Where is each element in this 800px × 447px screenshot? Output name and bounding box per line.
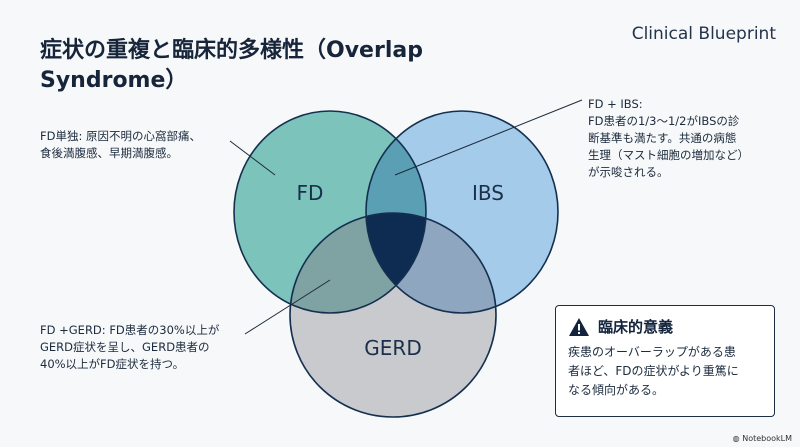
callout-heading: 臨床的意義: [598, 318, 674, 336]
leader-fd-only: [229, 140, 276, 176]
note-line: GERD症状を呈し、GERD患者の: [40, 340, 210, 354]
label-fd: FD: [297, 181, 324, 205]
callout-line: 者ほど、FDの症状がより重篤に: [568, 364, 739, 378]
note-fd-ibs: FD + IBS: FD患者の1/3〜1/2がIBSの診 断基準も満たす。共通の…: [588, 96, 749, 181]
leader-fd-gerd: [244, 279, 331, 335]
notebooklm-logo: ◍ NotebookLM: [732, 434, 792, 443]
page-title: 症状の重複と臨床的多様性（Overlap Syndrome）: [40, 38, 423, 93]
note-line: 生理（マスト細胞の増加など）: [588, 148, 749, 162]
label-ibs: IBS: [472, 181, 504, 205]
note-fd-gerd: FD +GERD: FD患者の30%以上が GERD症状を呈し、GERD患者の …: [40, 322, 219, 373]
note-line: 40%以上がFD症状を持つ。: [40, 357, 185, 371]
callout-line: 疾患のオーバーラップがある患: [568, 345, 736, 359]
note-line: FD患者の1/3〜1/2がIBSの診: [588, 114, 740, 128]
leader-fd-ibs: [394, 99, 583, 176]
note-line: FD + IBS:: [588, 97, 643, 111]
note-fd-only: FD単独: 原因不明の心窩部痛、 食後満腹感、早期満腹感。: [40, 128, 201, 162]
note-line: が示唆される。: [588, 165, 669, 179]
callout-line: なる傾向がある。: [568, 383, 665, 397]
warning-icon: [569, 317, 589, 336]
region-fd-gerd: [290, 213, 426, 313]
label-gerd: GERD: [364, 336, 421, 360]
note-line: FD +GERD: FD患者の30%以上が: [40, 323, 220, 337]
note-line: FD単独: 原因不明の心窩部痛、: [40, 129, 201, 143]
clinical-significance-callout: 臨床的意義 疾患のオーバーラップがある患 者ほど、FDの症状がより重篤に なる傾…: [555, 305, 775, 417]
note-line: 断基準も満たす。共通の病態: [588, 131, 737, 145]
note-line: 食後満腹感、早期満腹感。: [40, 146, 178, 160]
brand-label: Clinical Blueprint: [631, 24, 776, 44]
footer-label: NotebookLM: [742, 434, 792, 443]
region-ibs-gerd: [366, 213, 496, 313]
